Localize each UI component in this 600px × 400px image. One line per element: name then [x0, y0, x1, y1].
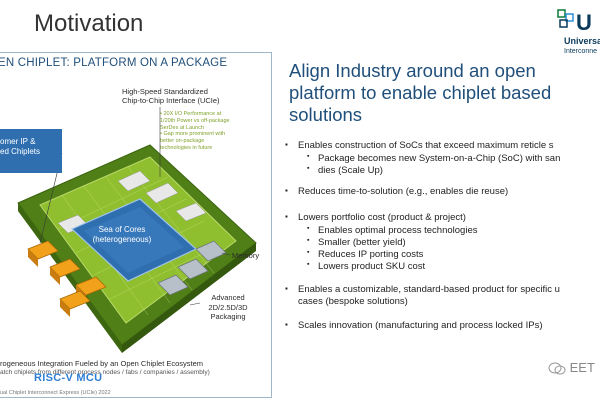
watermark-left: RISC-V MCU [34, 372, 103, 384]
packaging-label: Advanced 2D/2.5D/3D Packaging [200, 293, 256, 322]
core-label-line-1: Sea of Cores [98, 225, 146, 234]
bullet-text: Enables a customizable, standard-based p… [298, 284, 560, 295]
memory-stack-3 [157, 274, 189, 296]
logo-line-1: Universa [564, 36, 600, 46]
watermark-right: EET [548, 360, 595, 376]
figure-copyright: ual Chiplet Interconnect Express (UCIe) … [0, 390, 111, 396]
ucie-link-2 [145, 182, 179, 204]
logo-line-2: Interconne [564, 48, 598, 55]
ucie-link-3 [175, 202, 207, 222]
packaging-line-1: Advanced [211, 293, 245, 302]
headline: Align Industry around an open platform t… [289, 60, 599, 126]
bullet-item: Reduces time-to-solution (e.g., enables … [285, 186, 509, 197]
sub-bullet-item: Lowers product SKU cost [307, 261, 425, 272]
bullet-continuation: cases (bespoke solutions) [298, 296, 408, 307]
memory-stack-2 [177, 258, 209, 280]
packaging-line-2: 2D/2.5D/3D [208, 302, 248, 312]
package-illustration [17, 107, 257, 353]
packaging-line-3: Packaging [210, 312, 246, 321]
note-line: technologies in future [160, 144, 213, 151]
sub-bullet-item: Reduces IP porting costs [307, 249, 423, 260]
note-line: • Gap more prominent with [160, 131, 226, 138]
page-title: Motivation [34, 10, 144, 37]
watermark-right-text: EET [569, 360, 595, 375]
bullet-item: Scales innovation (manufacturing and pro… [285, 320, 543, 331]
sub-bullet-continuation: dies (Scale Up) [307, 165, 383, 176]
bullet-text: Scales innovation (manufacturing and pro… [298, 320, 543, 331]
interface-label-line-2: Chip-to-Chip Interface (UCIe) [122, 96, 220, 105]
interface-label: High-Speed Standardized Chip-to-Chip Int… [122, 87, 252, 105]
customer-ip-box: omer IP & ed Chiplets [0, 129, 62, 173]
memory-label: Memory [232, 251, 260, 260]
sub-bullet-item: Package becomes new System-on-a-Chip (So… [307, 153, 560, 164]
bullet-text: Enables construction of SoCs that exceed… [298, 140, 554, 151]
package-figure: EN CHIPLET: PLATFORM ON A PACKAGE [0, 52, 272, 398]
note-line: SerDes at Launch [160, 124, 205, 131]
chiplet-4 [59, 290, 91, 310]
note-line: 1/20th Power vs off-package [160, 117, 230, 124]
bullet-text: Lowers portfolio cost (product & project… [298, 212, 466, 223]
wechat-icon [548, 362, 566, 375]
ucie-logo: U Universa Interconne [556, 8, 600, 56]
customer-ip-line-1: omer IP & [0, 137, 36, 146]
note-line: • 20X I/O Performance at [160, 111, 222, 117]
logo-letters: U [576, 10, 593, 35]
figure-title: EN CHIPLET: PLATFORM ON A PACKAGE [0, 57, 228, 69]
core-label: Sea of Cores (heterogeneous) [84, 225, 160, 245]
ucie-link-1 [117, 170, 151, 192]
chiplet-2 [49, 258, 81, 278]
customer-ip-line-2: ed Chiplets [0, 147, 41, 156]
core-label-line-2: (heterogeneous) [92, 235, 152, 244]
headline-line-2: platform to enable chiplet based [289, 82, 552, 103]
bullet-item: Lowers portfolio cost (product & project… [285, 212, 466, 223]
headline-line-3: solutions [289, 104, 363, 125]
memory-stack-1 [195, 240, 227, 262]
ucie-logo-icon [557, 9, 574, 28]
bullet-item: Enables construction of SoCs that exceed… [285, 140, 554, 151]
chiplet-3 [75, 276, 107, 296]
note-line: better on-package [160, 138, 205, 145]
bullet-item: Enables a customizable, standard-based p… [285, 284, 560, 295]
sub-bullet-item: Smaller (better yield) [307, 237, 406, 248]
interface-label-line-1: High-Speed Standardized [122, 87, 208, 96]
interface-notes: • 20X I/O Performance at 1/20th Power vs… [160, 111, 260, 152]
sub-bullet-item: Enables optimal process technologies [307, 225, 478, 236]
figure-subcaption: atch chiplets from different process nod… [0, 369, 210, 376]
figure-caption: rogeneous Integration Fueled by an Open … [0, 359, 204, 368]
headline-line-1: Align Industry around an open [289, 60, 536, 81]
bullet-text: Reduces time-to-solution (e.g., enables … [298, 186, 509, 197]
